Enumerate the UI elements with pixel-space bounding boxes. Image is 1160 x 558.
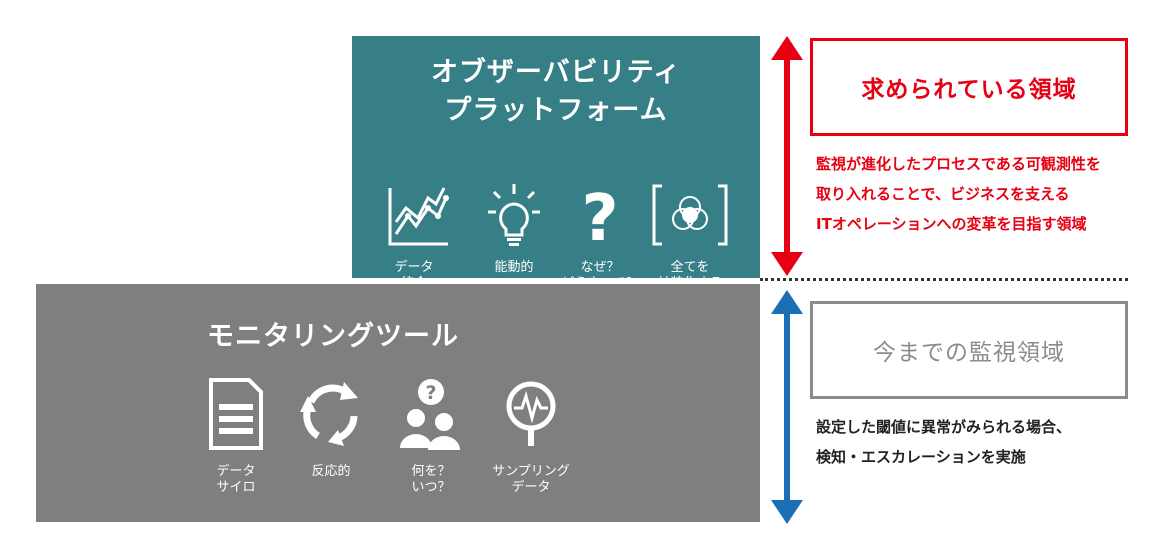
venn-diagram-icon [652, 184, 728, 246]
waveform-magnifier-icon [506, 381, 556, 446]
current-area-box: 今までの監視領域 [810, 301, 1128, 399]
svg-text:?: ? [581, 182, 618, 250]
mon-label-what-when: 何を？ いつ？ [411, 464, 451, 495]
monitoring-title: モニタリングツール [207, 321, 459, 352]
red-double-arrow-icon [771, 36, 803, 276]
blue-double-arrow-icon [771, 290, 803, 524]
observability-title: オブザーバビリティ プラットフォーム [352, 54, 760, 130]
obs-label-proactive: 能動的 [494, 260, 534, 275]
current-area-description: 設定した閾値に異常がみられる場合、 検知・エスカレーションを実施 [816, 418, 1072, 466]
svg-text:?: ? [425, 382, 436, 404]
mon-label-sampling-data: サンプリング データ [492, 464, 570, 495]
monitoring-panel: モニタリングツール データ サイロ 反応的 ? 何を？ いつ？ [36, 284, 760, 522]
lightbulb-icon [488, 184, 540, 246]
required-area-box: 求められている領域 [810, 38, 1128, 136]
observability-title-line2: プラットフォーム [444, 95, 668, 126]
cycle-arrows-icon [300, 382, 358, 446]
boundary-divider [760, 278, 1128, 281]
users-question-icon: ? [400, 379, 460, 450]
document-icon [209, 378, 263, 450]
observability-panel: オブザーバビリティ プラットフォーム データ 統合 能動的 ? なぜ？ どうやっ… [352, 36, 760, 291]
required-area-description: 監視が進化したプロセスである可観測性を 取り入れることで、ビジネスを支える IT… [816, 155, 1101, 233]
question-mark-icon: ? [581, 182, 618, 250]
chart-icon [388, 187, 449, 246]
mon-label-data-silo: データ サイロ [216, 464, 256, 495]
observability-title-line1: オブザーバビリティ [430, 57, 682, 88]
mon-label-reactive: 反応的 [311, 464, 351, 479]
